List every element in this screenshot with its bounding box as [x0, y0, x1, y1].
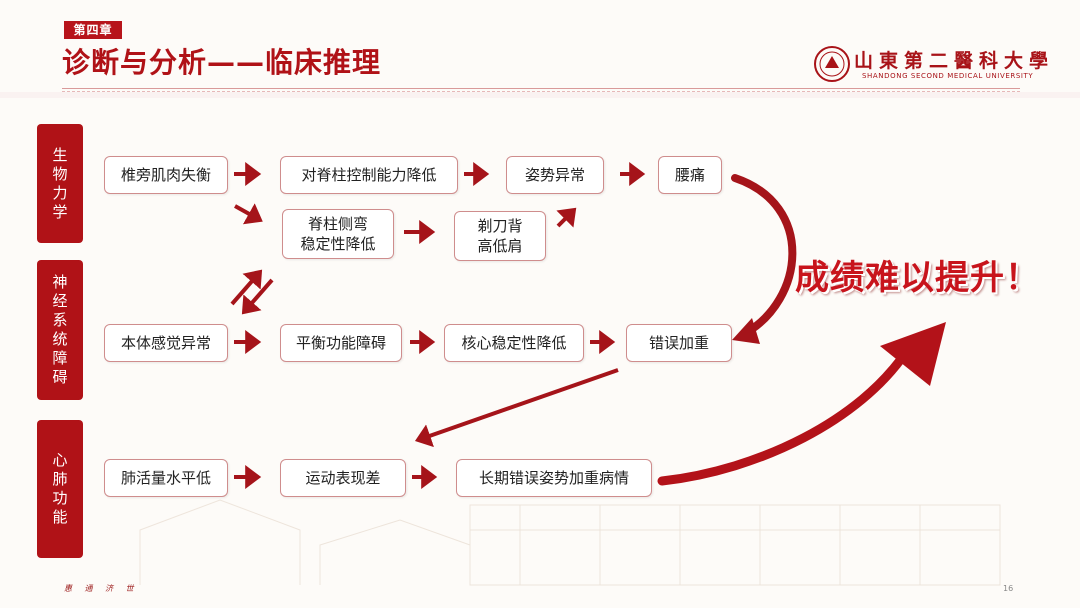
arrow-n4-n10: [731, 174, 797, 338]
rising-arrow: [657, 347, 911, 486]
node-poor-performance: 运动表现差: [280, 459, 406, 497]
footer-motto: 惠 通 济 世: [64, 584, 139, 593]
node-razor-back: 剃刀背 高低肩: [454, 211, 546, 261]
arrow-n7-n5: [230, 269, 263, 306]
slogan-text: 成绩难以提升！: [795, 258, 1040, 298]
node-scoliosis: 脊柱侧弯 稳定性降低: [282, 209, 394, 259]
node-proprioception-abnormal: 本体感觉异常: [104, 324, 228, 362]
page-title: 诊断与分析——临床推理: [62, 46, 382, 79]
node-paraspinal-imbalance: 椎旁肌肉失衡: [104, 156, 228, 194]
node-core-stability-decrease: 核心稳定性降低: [444, 324, 584, 362]
chapter-badge: 第四章: [64, 21, 122, 39]
node-balance-disorder: 平衡功能障碍: [280, 324, 402, 362]
title-divider: [62, 88, 1020, 89]
category-neuro: 神经系统障碍: [37, 260, 83, 400]
university-name-en: SHANDONG SECOND MEDICAL UNIVERSITY: [862, 72, 1034, 80]
node-low-back-pain: 腰痛: [658, 156, 722, 194]
node-low-lung-capacity: 肺活量水平低: [104, 459, 228, 497]
node-long-term-posture: 长期错误姿势加重病情: [456, 459, 652, 497]
node-spinal-control-decrease: 对脊柱控制能力降低: [280, 156, 458, 194]
university-name-cn: 山東第二醫科大學: [854, 50, 1055, 72]
arrow-n5-n7: [241, 278, 274, 315]
category-cardiopulmonary: 心肺功能: [37, 420, 83, 558]
title-divider-dashed: [62, 91, 1020, 93]
arrow-n10-down: [414, 368, 619, 448]
category-biomechanics: 生物力学: [37, 124, 83, 243]
page-number: 16: [1003, 584, 1014, 593]
node-posture-abnormal: 姿势异常: [506, 156, 604, 194]
node-error-worsen: 错误加重: [626, 324, 732, 362]
arrow-n6-n3: [556, 207, 577, 228]
arrow-n1-n5: [234, 203, 263, 225]
